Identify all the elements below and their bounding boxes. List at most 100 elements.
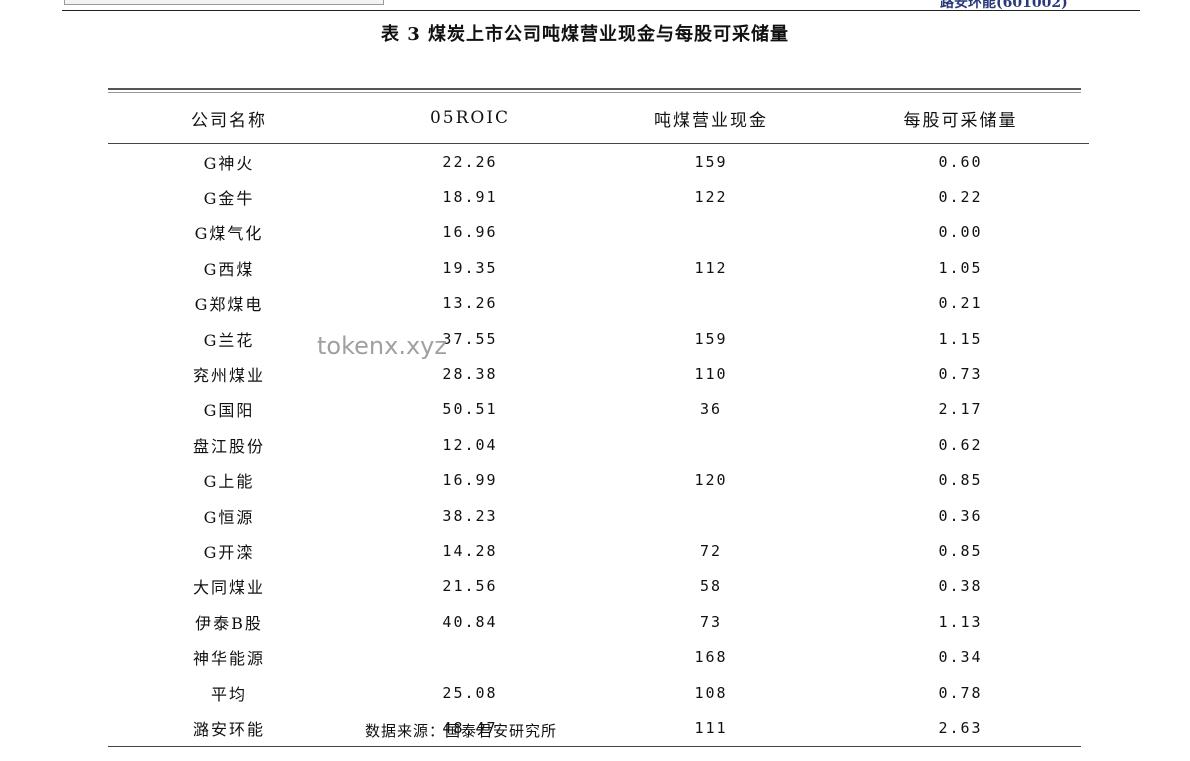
column-header-company: 公司名称 (108, 93, 350, 144)
table-row: G上能 16.99 120 0.85 (108, 463, 1089, 498)
table-row: G神火 22.26 159 0.60 (108, 144, 1089, 180)
cell-cash-per-ton: 112 (694, 258, 728, 277)
table-row: 大同煤业 21.56 58 0.38 (108, 569, 1089, 604)
cell-reserves-per-share: 0.22 (938, 188, 983, 207)
cell-cash-per-ton: 122 (694, 188, 728, 207)
header-rule (62, 10, 1140, 11)
cell-cash-per-ton: 36 (699, 400, 723, 419)
column-header-reserves-per-share: 每股可采储量 (832, 93, 1089, 144)
cell-reserves-per-share: 0.38 (938, 577, 983, 596)
cell-roic: 28.38 (442, 365, 498, 384)
cell-company: G郑煤电 (194, 295, 264, 315)
cell-cash-per-ton (590, 215, 832, 250)
cell-company: G国阳 (203, 401, 255, 421)
cell-roic (350, 639, 590, 674)
cell-reserves-per-share: 1.15 (938, 329, 983, 348)
cell-roic: 12.04 (442, 435, 498, 454)
cell-reserves-per-share: 0.73 (938, 365, 983, 384)
cell-company: 平均 (210, 684, 247, 704)
cell-reserves-per-share: 1.05 (938, 258, 983, 277)
cell-roic: 18.91 (442, 188, 498, 207)
cell-cash-per-ton: 72 (699, 541, 723, 560)
cell-cash-per-ton: 159 (694, 152, 728, 171)
cell-cash-per-ton (590, 286, 832, 321)
watermark: tokenx.xyz (317, 332, 447, 360)
cell-cash-per-ton: 73 (699, 612, 723, 631)
cell-reserves-per-share: 0.78 (938, 683, 983, 702)
cell-reserves-per-share: 0.00 (938, 223, 983, 242)
cell-reserves-per-share: 0.62 (938, 435, 983, 454)
table-top-rule (108, 88, 1081, 93)
data-table-container: 公司名称 05ROIC 吨煤营业现金 每股可采储量 G神火 22.26 159 0.6… (108, 88, 1089, 747)
cell-roic: 25.08 (442, 683, 498, 702)
cell-company: 伊泰B股 (195, 613, 263, 633)
cell-roic: 48.47 (442, 718, 498, 737)
cell-company: G金牛 (203, 189, 255, 209)
cell-company: G兰花 (203, 330, 255, 350)
cell-cash-per-ton (590, 498, 832, 533)
cell-roic: 16.99 (442, 471, 498, 490)
cell-roic: 19.35 (442, 258, 498, 277)
table-row: G兰花 37.55 159 1.15 (108, 321, 1089, 356)
cell-roic: 16.96 (442, 223, 498, 242)
table-row: 兖州煤业 28.38 110 0.73 (108, 356, 1089, 391)
header-left-fragment (64, 0, 384, 5)
table-bottom-rule (108, 745, 1081, 747)
cell-cash-per-ton: 111 (694, 718, 728, 737)
cell-roic: 14.28 (442, 541, 498, 560)
cell-reserves-per-share: 0.36 (938, 506, 983, 525)
cell-reserves-per-share: 2.17 (938, 400, 983, 419)
cell-reserves-per-share: 0.85 (938, 471, 983, 490)
cell-company: 潞安环能 (192, 719, 265, 739)
table-row: G煤气化 16.96 0.00 (108, 215, 1089, 250)
cell-cash-per-ton: 108 (694, 683, 728, 702)
cell-company: 兖州煤业 (192, 366, 265, 386)
cell-cash-per-ton: 120 (694, 471, 728, 490)
cell-roic: 40.84 (442, 612, 498, 631)
table-row: 伊泰B股 40.84 73 1.13 (108, 604, 1089, 639)
cell-cash-per-ton (590, 427, 832, 462)
table-row: 平均 25.08 108 0.78 (108, 675, 1089, 710)
cell-roic: 37.55 (442, 329, 498, 348)
table-title: 表 3 煤炭上市公司吨煤营业现金与每股可采储量 (380, 24, 790, 45)
table-row: G郑煤电 13.26 0.21 (108, 286, 1089, 321)
table-header-row: 公司名称 05ROIC 吨煤营业现金 每股可采储量 (108, 93, 1089, 144)
cell-company: G煤气化 (194, 224, 264, 244)
table-row: G西煤 19.35 112 1.05 (108, 250, 1089, 285)
cell-company: 大同煤业 (192, 578, 265, 598)
cell-reserves-per-share: 0.60 (938, 152, 983, 171)
column-header-roic: 05ROIC (350, 93, 590, 144)
table-row: G恒源 38.23 0.36 (108, 498, 1089, 533)
cell-roic: 21.56 (442, 577, 498, 596)
cell-roic: 38.23 (442, 506, 498, 525)
cell-cash-per-ton: 110 (694, 365, 728, 384)
cell-company: G恒源 (203, 507, 255, 527)
cell-reserves-per-share: 0.21 (938, 294, 983, 313)
cell-roic: 50.51 (442, 400, 498, 419)
table-row: G国阳 50.51 36 2.17 (108, 392, 1089, 427)
cell-company: G神火 (203, 153, 255, 173)
cell-cash-per-ton: 58 (699, 577, 723, 596)
cell-company: 神华能源 (192, 649, 265, 669)
cell-cash-per-ton: 159 (694, 329, 728, 348)
cell-company: G上能 (203, 472, 255, 492)
table-row: G金牛 18.91 122 0.22 (108, 179, 1089, 214)
source-note: 数据来源：国泰君安研究所 (365, 722, 558, 740)
cell-reserves-per-share: 0.85 (938, 541, 983, 560)
column-header-cash-per-ton: 吨煤营业现金 (590, 93, 832, 144)
header-company-code: 路安环能(601002) (940, 0, 1068, 11)
table-row: 盘江股份 12.04 0.62 (108, 427, 1089, 462)
table-row: 神华能源 168 0.34 (108, 639, 1089, 674)
cell-roic: 13.26 (442, 294, 498, 313)
cell-reserves-per-share: 2.63 (938, 718, 983, 737)
cell-company: G开滦 (203, 542, 255, 562)
table-row: 潞安环能 48.47 111 2.63 (108, 710, 1089, 745)
cell-company: G西煤 (203, 259, 255, 279)
table-row: G开滦 14.28 72 0.85 (108, 533, 1089, 568)
cell-reserves-per-share: 0.34 (938, 648, 983, 667)
cell-reserves-per-share: 1.13 (938, 612, 983, 631)
cell-roic: 22.26 (442, 152, 498, 171)
cell-cash-per-ton: 168 (694, 648, 728, 667)
cell-company: 盘江股份 (192, 436, 265, 456)
